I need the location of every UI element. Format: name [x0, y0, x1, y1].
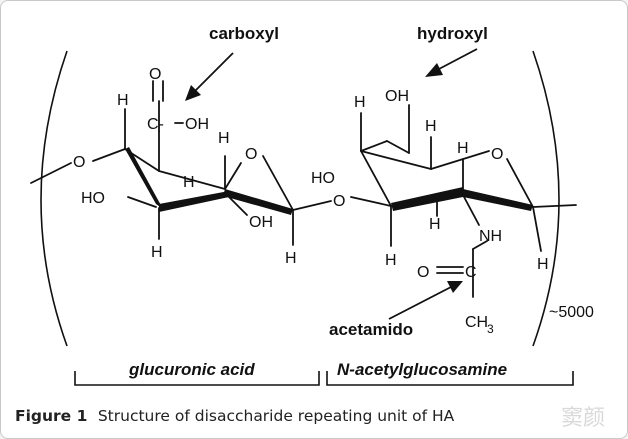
acetamido-arrow [388, 286, 452, 320]
atom-carboxyl-c: C- [147, 116, 164, 133]
carboxyl-label: carboxyl [209, 24, 279, 43]
hydroxyl-arrow [438, 48, 478, 70]
atom-ho-c3b: HO [311, 170, 335, 187]
atom-h-c5: H [117, 92, 129, 109]
watermark: 窦颜 [561, 406, 605, 431]
caption-text: Structure of disaccharide repeating unit… [98, 407, 455, 425]
atom-carbonyl-o: O [149, 66, 161, 83]
unit-braces [74, 371, 574, 386]
atom-h-c5b: H [425, 118, 437, 135]
glucuronic-acid-brace [74, 371, 320, 386]
atom-carboxyl-oh: OH [185, 116, 209, 133]
atom-oh-c6: OH [385, 88, 409, 105]
atom-oh-c2: OH [249, 214, 273, 231]
carboxyl-arrow [194, 52, 234, 92]
atom-h-c2: H [218, 130, 230, 147]
glucuronic-acid-label: glucuronic acid [128, 360, 255, 379]
atom-ring-o-2: O [491, 146, 503, 163]
glucuronic-acid-ring [30, 80, 332, 246]
atom-glycosidic-o: O [333, 193, 345, 210]
left-bracket [40, 50, 68, 347]
atom-ring-o-1: O [245, 146, 257, 163]
atom-ho-c4: HO [81, 190, 105, 207]
atom-h-c3: H [183, 174, 195, 191]
n-acetylglucosamine-ring [350, 104, 577, 298]
atom-h-c4b-down: H [385, 252, 397, 269]
atom-h-c4: H [151, 244, 163, 261]
atom-amide-o: O [417, 264, 429, 281]
atom-amide-c: C [465, 264, 477, 281]
atom-h-c3b: H [429, 216, 441, 233]
arrows [185, 48, 478, 320]
acetamido-label: acetamido [329, 320, 413, 339]
caption-label: Figure 1 [15, 407, 87, 425]
atom-left-link-o: O [73, 154, 85, 171]
right-bracket [532, 50, 560, 347]
atom-methyl-ch: CH [465, 314, 488, 331]
atom-methyl-subscript: 3 [487, 322, 494, 336]
atom-h-c4b: H [354, 94, 366, 111]
n-acetylglucosamine-label: N-acetylglucosamine [337, 360, 507, 379]
atom-h-c1b: H [537, 256, 549, 273]
figure-caption: Figure 1 Structure of disaccharide repea… [15, 407, 455, 425]
repeat-count: ~5000 [549, 304, 594, 321]
atom-nh: NH [479, 228, 502, 245]
hydroxyl-label: hydroxyl [417, 24, 488, 43]
n-acetylglucosamine-brace [326, 371, 574, 386]
atom-h-c1: H [285, 250, 297, 267]
atom-h-c2b: H [457, 140, 469, 157]
